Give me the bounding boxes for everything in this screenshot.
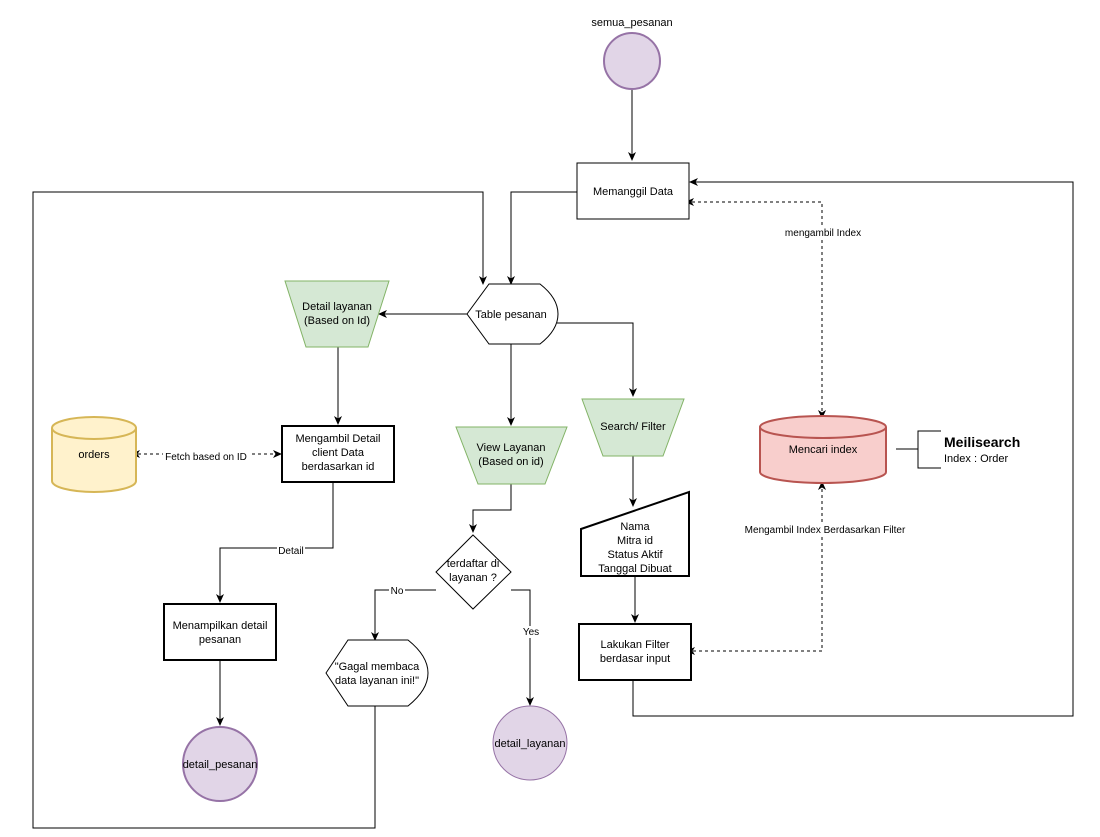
lakukan-filter-line-2: berdasar input: [600, 653, 670, 665]
edge-filter-index: [686, 481, 826, 655]
lakukan-filter-node: Lakukan Filter berdasar input: [578, 623, 692, 681]
mengambil-detail-line-1: Mengambil Detail: [296, 433, 381, 445]
start-label: semua_pesanan: [591, 17, 672, 29]
input-field-tanggal-dibuat: Tanggal Dibuat: [598, 563, 671, 575]
gagal-line-2: data layanan ini!": [335, 675, 419, 687]
edge-memanggil-to-table: [507, 191, 577, 285]
detail-layanan-terminal: detail_layanan: [492, 705, 568, 781]
input-field-mitra-id: Mitra id: [617, 535, 653, 547]
label-filter-index: Mengambil Index Berdasarkan Filter: [745, 525, 906, 536]
menampilkan-detail-node: Menampilkan detail pesanan: [163, 603, 277, 661]
table-pesanan-node: Table pesanan: [466, 283, 559, 345]
meilisearch-title: Meilisearch: [944, 434, 1020, 450]
edge-gagal-loop-back: [32, 191, 487, 829]
terdaftar-line-2: layanan ?: [449, 572, 497, 584]
meilisearch-subtitle: Index : Order: [944, 453, 1009, 465]
start-node: semua_pesanan: [591, 17, 673, 90]
view-layanan-node: View Layanan (Based on id): [455, 426, 568, 485]
orders-label: orders: [78, 449, 110, 461]
table-pesanan-label: Table pesanan: [475, 309, 547, 321]
meilisearch-annotation: Meilisearch Index : Order: [944, 434, 1020, 465]
edge-terdaftar-no: [371, 589, 436, 641]
edge-table-to-search: [557, 322, 637, 397]
edge-view-to-terdaftar: [469, 484, 512, 533]
meilisearch-bracket: [896, 430, 941, 469]
label-mengambil-index: mengambil Index: [785, 228, 861, 239]
label-yes: Yes: [523, 627, 539, 638]
label-detail: Detail: [278, 546, 304, 557]
mencari-index-label: Mencari index: [789, 444, 858, 456]
gagal-display-node: "Gagal membaca data layanan ini!": [325, 639, 429, 707]
edge-terdaftar-yes: [511, 589, 534, 706]
detail-layanan-line-2: (Based on Id): [304, 315, 370, 327]
edge-mengambil-to-menampilkan: [216, 482, 334, 603]
detail-layanan-end-label: detail_layanan: [495, 738, 566, 750]
search-filter-node: Search/ Filter: [581, 398, 685, 457]
view-layanan-line-1: View Layanan: [477, 442, 546, 454]
search-filter-label: Search/ Filter: [600, 421, 666, 433]
menampilkan-line-1: Menampilkan detail: [173, 620, 268, 632]
memanggil-data-label: Memanggil Data: [593, 186, 674, 198]
terdaftar-decision: terdaftar di layanan ?: [435, 534, 512, 610]
detail-layanan-line-1: Detail layanan: [302, 301, 372, 313]
detail-pesanan-label: detail_pesanan: [183, 759, 258, 771]
detail-layanan-node: Detail layanan (Based on Id): [284, 280, 390, 348]
mengambil-detail-line-2: client Data: [312, 447, 365, 459]
gagal-line-1: "Gagal membaca: [335, 661, 420, 673]
edges: [32, 89, 1074, 829]
input-field-status-aktif: Status Aktif: [607, 549, 663, 561]
mengambil-detail-node: Mengambil Detail client Data berdasarkan…: [281, 425, 395, 483]
label-fetch-based-on-id: Fetch based on ID: [165, 452, 247, 463]
menampilkan-line-2: pesanan: [199, 634, 241, 646]
mencari-index-database: Mencari index: [759, 415, 887, 484]
edge-labels: mengambil Index Fetch based on ID Detail…: [163, 226, 908, 638]
lakukan-filter-line-1: Lakukan Filter: [600, 639, 669, 651]
edge-mengambil-index: [685, 198, 826, 419]
input-field-nama: Nama: [620, 521, 650, 533]
mengambil-detail-line-3: berdasarkan id: [302, 461, 375, 473]
label-no: No: [391, 586, 404, 597]
view-layanan-line-2: (Based on id): [478, 456, 543, 468]
orders-database: orders: [51, 416, 137, 493]
detail-pesanan-terminal: detail_pesanan: [182, 726, 258, 802]
edge-lakukan-loop-back: [632, 178, 1074, 717]
input-fields-node: Nama Mitra id Status Aktif Tanggal Dibua…: [580, 490, 690, 577]
terdaftar-line-1: terdaftar di: [447, 558, 500, 570]
memanggil-data-node: Memanggil Data: [576, 162, 690, 220]
